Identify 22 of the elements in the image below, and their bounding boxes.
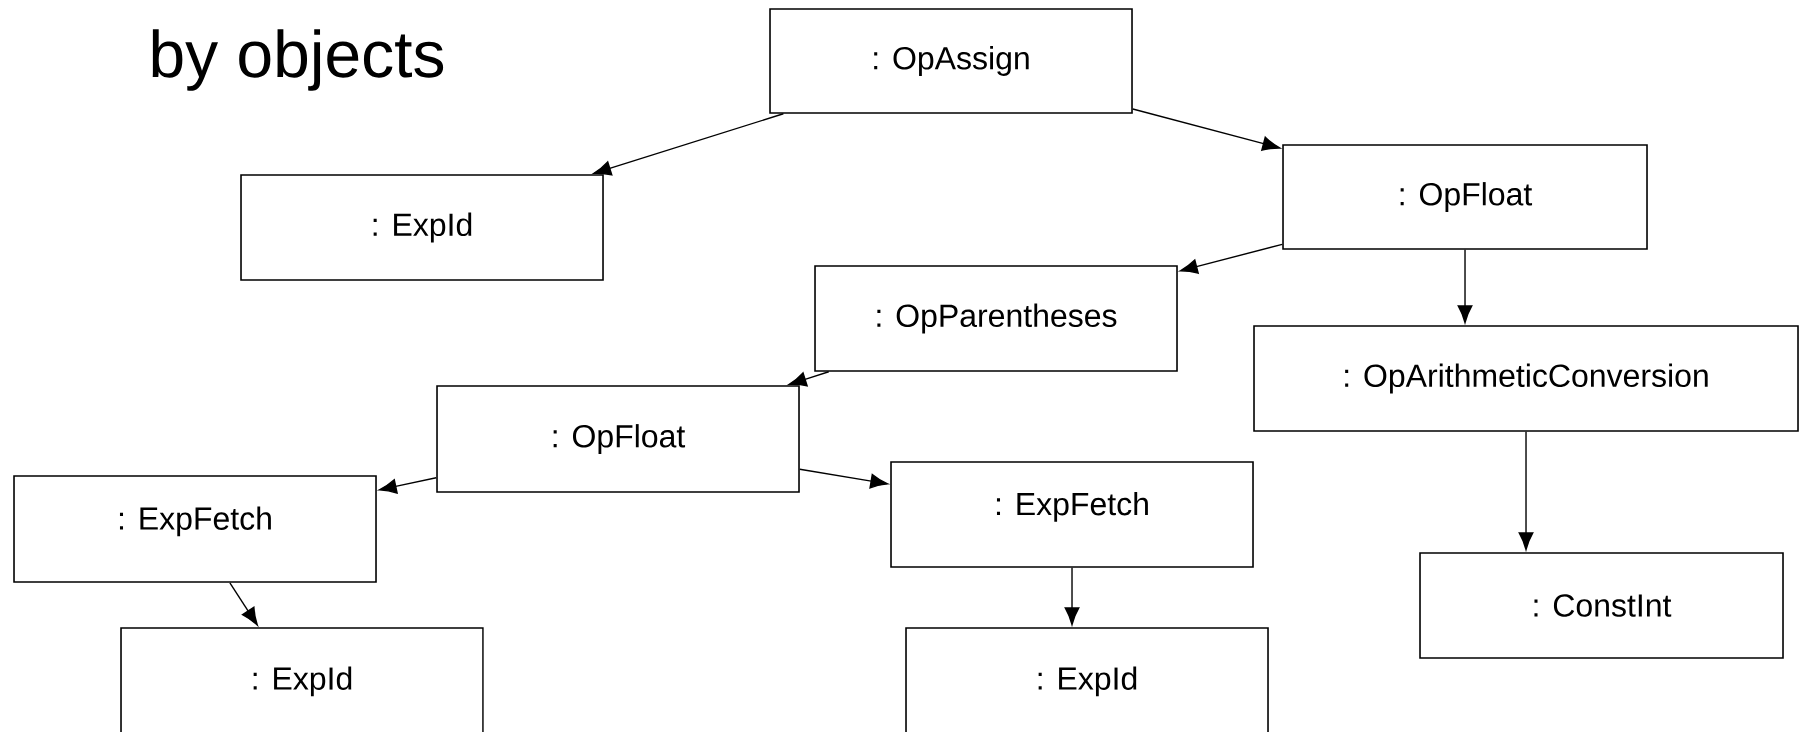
arrow bbox=[788, 371, 830, 387]
object-box: : OpParentheses bbox=[814, 265, 1178, 372]
arrow bbox=[593, 113, 785, 176]
object-box: : OpArithmeticConversion bbox=[1253, 325, 1799, 432]
arrow bbox=[378, 477, 437, 494]
object-box: : OpAssign bbox=[769, 8, 1133, 114]
object-box: : ExpFetch bbox=[13, 475, 377, 583]
object-box: : ExpId bbox=[905, 627, 1269, 732]
arrow bbox=[1132, 108, 1281, 151]
object-box: : ExpFetch bbox=[890, 461, 1254, 568]
object-box: : ExpId bbox=[120, 627, 484, 732]
arrow bbox=[1179, 243, 1283, 274]
arrow bbox=[799, 468, 889, 489]
object-box: : ConstInt bbox=[1419, 552, 1784, 659]
object-box: : ExpId bbox=[240, 174, 604, 281]
arrow bbox=[1064, 567, 1080, 626]
arrow bbox=[1518, 431, 1534, 551]
object-box: : OpFloat bbox=[1282, 144, 1648, 250]
arrow bbox=[1457, 249, 1473, 324]
object-box: : OpFloat bbox=[436, 385, 800, 493]
arrow bbox=[229, 582, 258, 626]
heading-text: by objects bbox=[152, 29, 444, 91]
